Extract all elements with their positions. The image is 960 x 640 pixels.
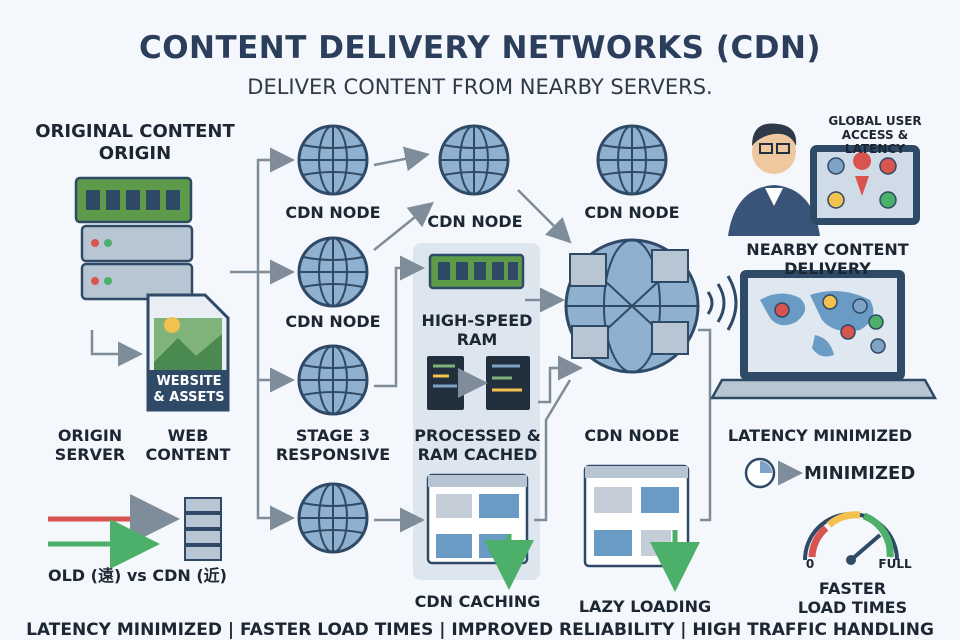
cdn-node-globe-icon xyxy=(297,482,369,554)
cdn-node-globe-icon xyxy=(297,124,369,196)
legend-label: OLD (遠) vs CDN (近) xyxy=(48,566,227,585)
legend-arrows xyxy=(48,494,222,569)
cdn-node-label: CDN NODE xyxy=(285,312,381,331)
cdn-node-label: CDN NODE xyxy=(285,203,381,222)
presenter-avatar xyxy=(728,123,820,236)
central-cdn-hub-icon xyxy=(564,238,700,374)
cdn-node-label: CDN NODE xyxy=(427,212,523,231)
cdn-caching-browser-icon xyxy=(426,473,534,590)
cdn-node-label: CDN NODE xyxy=(584,203,680,222)
cdn-node-globe-icon xyxy=(596,124,668,196)
minimized-label: MINIMIZED xyxy=(804,463,916,484)
tablet-icon xyxy=(810,145,920,225)
page-title: CONTENT DELIVERY NETWORKS (CDN) xyxy=(138,30,822,66)
latency-minimized-label: LATENCY MINIMIZED xyxy=(727,426,913,445)
cdn-node-globe-icon xyxy=(438,124,510,196)
nearby-delivery-label: NEARBY CONTENT DELIVERY xyxy=(746,240,909,278)
processed-ram-cached-label: PROCESSED &RAM CACHED xyxy=(414,426,541,464)
cdn-node-globe-icon xyxy=(297,236,369,308)
clock-icon xyxy=(744,457,803,489)
central-cdn-node-label: CDN NODE xyxy=(584,426,680,445)
cdn-node-globe-icon xyxy=(297,344,369,416)
origin-server-icon xyxy=(74,176,194,301)
page-subtitle: DELIVER CONTENT FROM NEARBY SERVERS. xyxy=(247,75,713,99)
lazy-loading-label: LAZY LOADING xyxy=(578,597,712,616)
cdn-caching-label: CDN CACHING xyxy=(414,592,541,611)
ram-module-icon xyxy=(428,253,525,290)
website-document-icon xyxy=(146,293,230,412)
laptop-map-icon xyxy=(709,270,938,400)
lazy-loading-browser-icon xyxy=(583,464,700,592)
processing-code-icon xyxy=(427,356,530,410)
footer-banner: LATENCY MINIMIZED | FASTER LOAD TIMES | … xyxy=(26,620,934,640)
website-assets-label: WEBSITE& ASSETS xyxy=(153,374,225,405)
signal-waves-icon xyxy=(706,275,738,331)
gauge-max-label: FULL xyxy=(878,557,912,571)
gauge-min-label: 0 xyxy=(805,557,815,571)
speed-gauge-icon xyxy=(803,511,899,565)
